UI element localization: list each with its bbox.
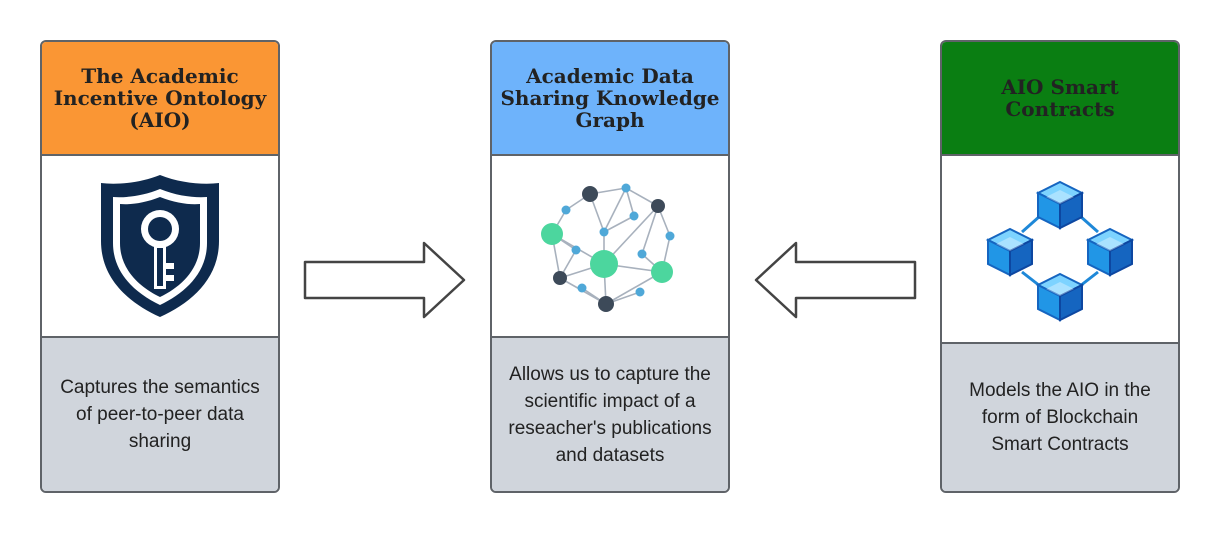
arrow-left-icon: [754, 241, 917, 319]
card-knowledge-graph: Academic Data Sharing Knowledge Graph: [490, 40, 730, 493]
card-description-knowledge-graph: Allows us to capture the scientific impa…: [492, 336, 728, 491]
arrow-right-icon: [303, 241, 466, 319]
card-title-aio: The Academic Incentive Ontology (AIO): [42, 42, 278, 156]
card-title-smart-contracts: AIO Smart Contracts: [942, 42, 1178, 156]
card-description-smart-contracts: Models the AIO in the form of Blockchain…: [942, 342, 1178, 491]
card-smart-contracts: AIO Smart Contracts Models t: [940, 40, 1180, 493]
card-title-knowledge-graph: Academic Data Sharing Knowledge Graph: [492, 42, 728, 156]
blockchain-cubes-icon: [942, 156, 1178, 342]
shield-key-icon: [42, 156, 278, 336]
network-graph-icon: [492, 156, 728, 336]
card-description-aio: Captures the semantics of peer-to-peer d…: [42, 336, 278, 491]
card-aio: The Academic Incentive Ontology (AIO) Ca…: [40, 40, 280, 493]
